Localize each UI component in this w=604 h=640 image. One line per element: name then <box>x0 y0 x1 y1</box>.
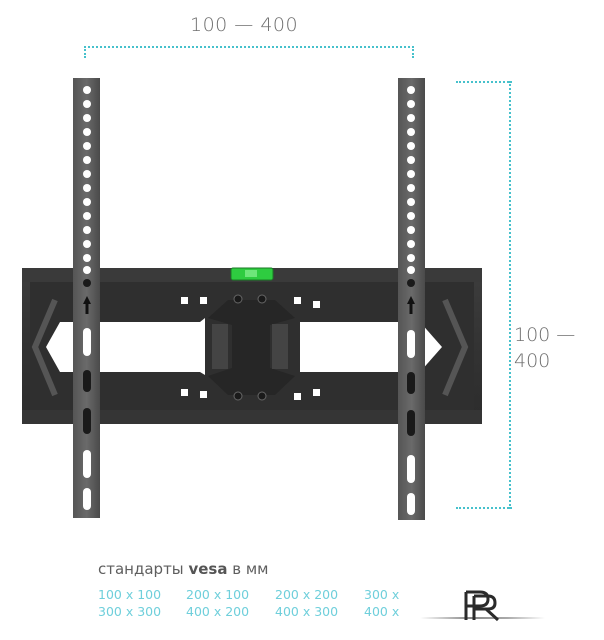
logo-underline <box>420 617 545 619</box>
vesa-title-prefix: стандарты <box>98 560 184 578</box>
right-vertical-arm <box>398 78 425 520</box>
left-vertical-arm <box>73 78 100 518</box>
vesa-standard: 400 x 200 <box>186 604 250 619</box>
vertical-dimension-bottom-cap <box>456 507 512 509</box>
vesa-standard: 300 x 300 <box>98 604 162 619</box>
brand-logo-icon <box>464 590 500 622</box>
vertical-dimension-label-line2: 400 <box>514 350 551 372</box>
vesa-title-bold: vesa <box>188 560 228 578</box>
vesa-standard: 300 x <box>364 587 400 602</box>
vesa-standard: 400 x 300 <box>275 604 339 619</box>
vesa-standards-title: стандарты vesa в мм <box>98 560 268 578</box>
vertical-dimension-line <box>509 81 511 509</box>
horizontal-dimension-label: 100 — 400 <box>190 14 299 36</box>
vesa-standard: 400 x <box>364 604 400 619</box>
vesa-standard: 200 x 200 <box>275 587 339 602</box>
vertical-dimension-top-cap <box>456 81 512 83</box>
horizontal-dimension-line <box>84 46 414 49</box>
vertical-dimension-label-line1: 100 — <box>514 324 576 346</box>
horizontal-dimension-tick-right <box>412 46 414 58</box>
vesa-standards-list: 100 x 100 200 x 100 200 x 200 300 x 300 … <box>98 586 424 620</box>
vesa-standard: 100 x 100 <box>98 587 162 602</box>
vertical-dimension-label: 100 — 400 <box>514 322 575 374</box>
vesa-title-suffix: в мм <box>232 560 269 578</box>
horizontal-dimension-tick-left <box>84 46 86 58</box>
wall-mount-bracket-image <box>22 78 482 520</box>
vesa-standard: 200 x 100 <box>186 587 250 602</box>
